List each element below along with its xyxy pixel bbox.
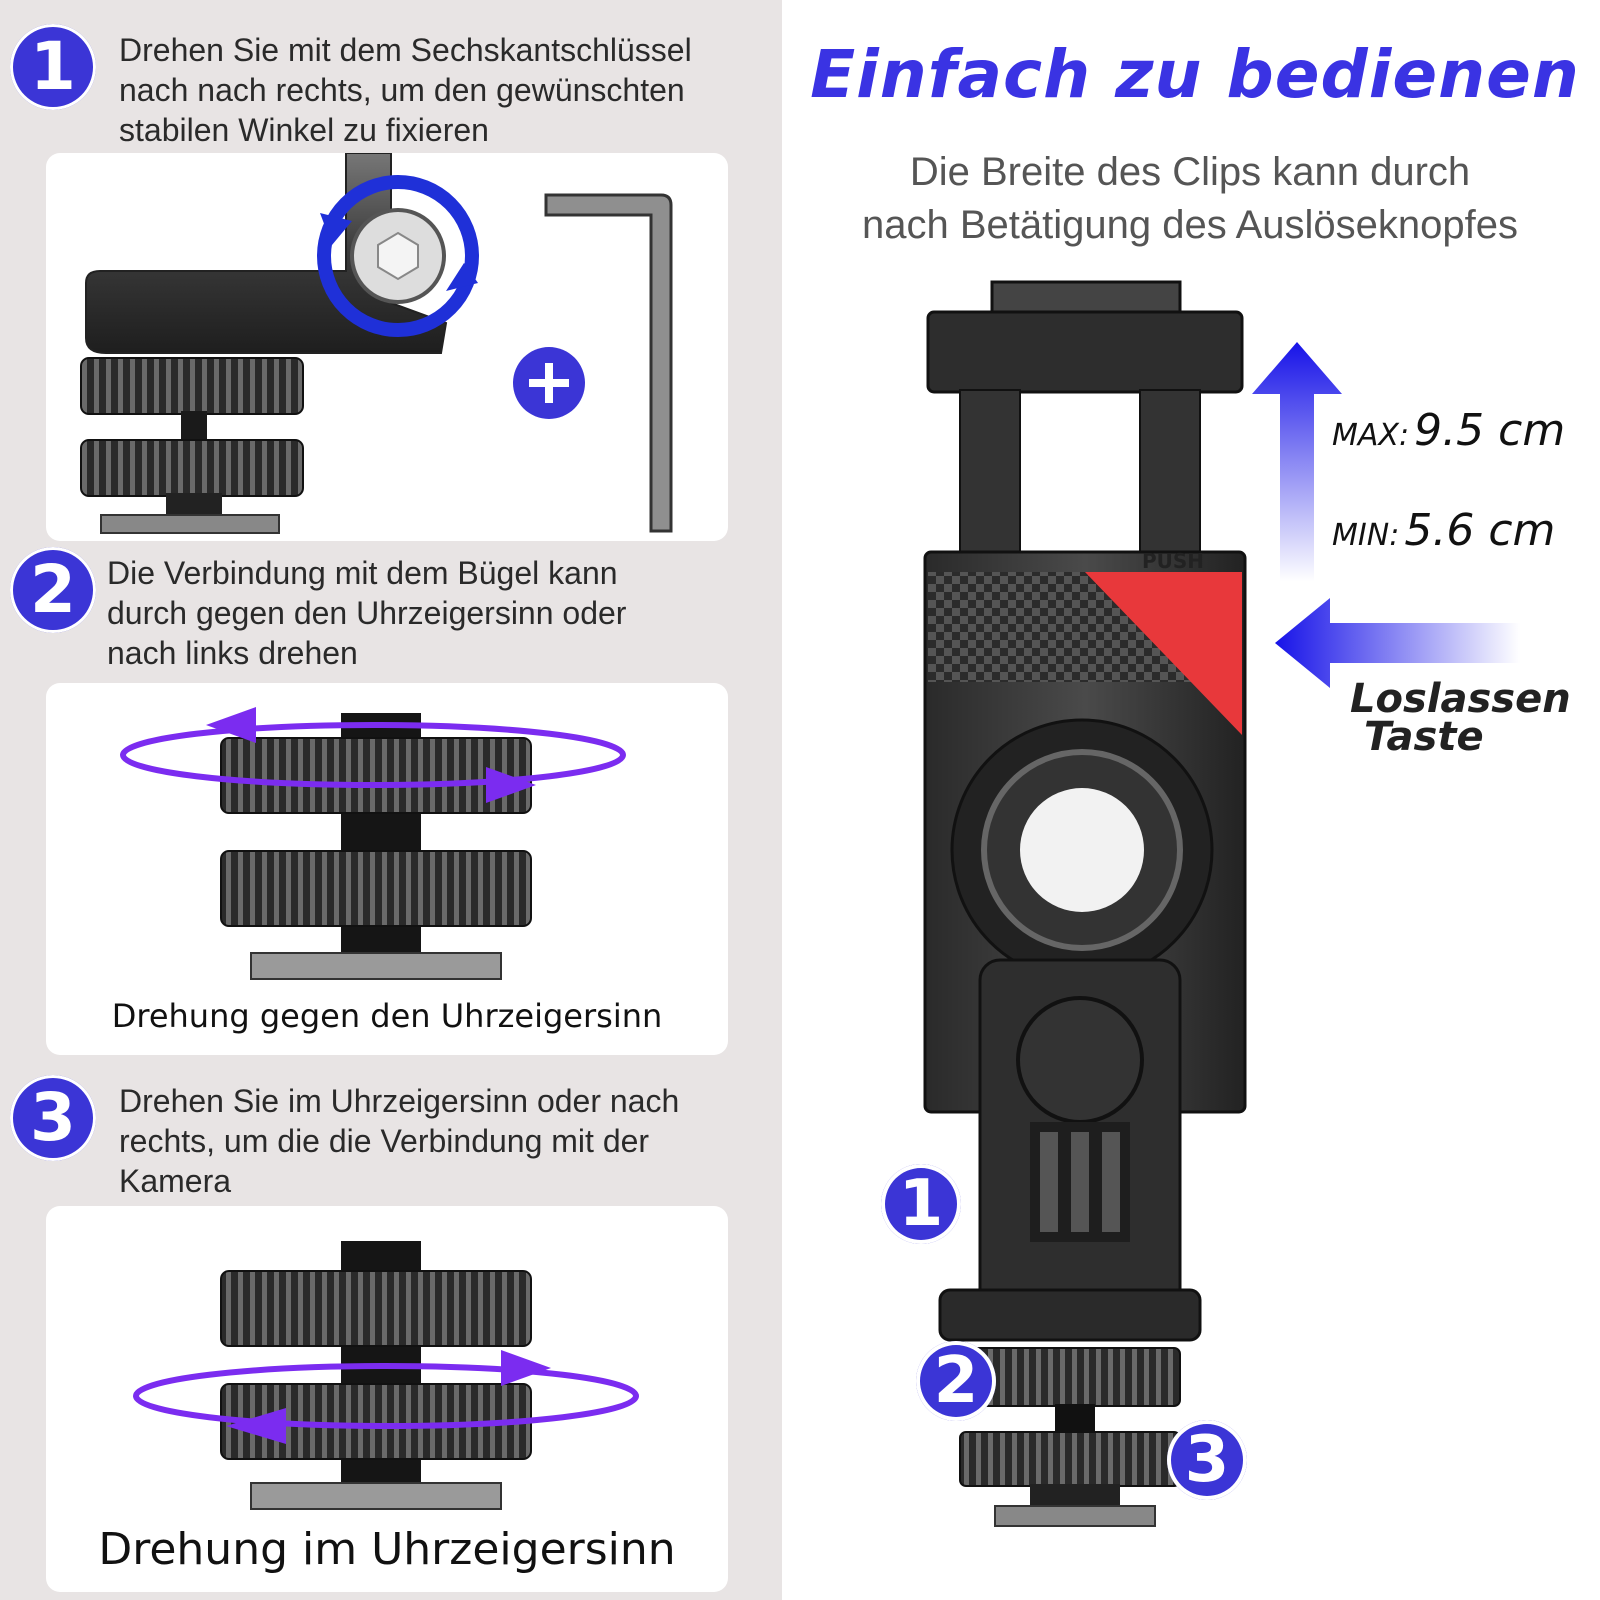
step-1-card <box>46 153 728 541</box>
step-3-badge: 3 <box>10 1075 96 1161</box>
min-dimension: MIN: 5.6 cm <box>1332 505 1555 556</box>
release-line-1: Loslassen <box>1350 676 1571 722</box>
phone-clip-product-image: PUSH <box>923 280 1247 1527</box>
step-3-text: Drehen Sie im Uhrzeigersinn oder nach re… <box>119 1081 679 1201</box>
clockwise-rotation-illustration <box>133 1241 639 1510</box>
left-arrow-icon <box>1275 598 1520 688</box>
up-arrow-icon <box>1252 342 1342 582</box>
rotation-arrow-icon <box>317 175 479 337</box>
subtitle: Die Breite des Clips kann durch nach Bet… <box>790 146 1590 252</box>
rotation-arrow-icon <box>120 707 626 803</box>
step-1-line-2: nach nach rechts, um den gewünschten <box>119 72 685 108</box>
max-label: MAX <box>1332 418 1399 453</box>
headline: Einfach zu bedienen <box>810 36 1580 113</box>
rotation-arrow-icon <box>133 1350 639 1444</box>
counterclockwise-rotation-illustration <box>120 707 626 980</box>
step-2-badge: 2 <box>10 547 96 633</box>
step-3-card: Drehung im Uhrzeigersinn <box>46 1206 728 1592</box>
left-panel: 1 Drehen Sie mit dem Sechskantschlüssel … <box>0 0 782 1600</box>
plus-icon <box>513 347 585 419</box>
release-button-label: Loslassen Taste <box>1350 676 1571 760</box>
product-badge-1: 1 <box>881 1164 961 1244</box>
step-1-line-3: stabilen Winkel zu fixieren <box>119 112 489 148</box>
step-2-caption: Drehung gegen den Uhrzeigersinn <box>111 997 663 1035</box>
hex-key-icon <box>544 193 673 533</box>
step-2-card: Drehung gegen den Uhrzeigersinn <box>46 683 728 1055</box>
step-1-text: Drehen Sie mit dem Sechskantschlüssel na… <box>119 30 692 150</box>
step-2-line-1: Die Verbindung mit dem Bügel kann <box>107 555 618 591</box>
min-value: 5.6 cm <box>1404 505 1556 556</box>
step-2-text: Die Verbindung mit dem Bügel kann durch … <box>107 553 626 673</box>
push-label: PUSH <box>1142 549 1204 573</box>
release-line-2: Taste <box>1364 714 1484 760</box>
min-sep: : <box>1389 518 1400 553</box>
product-badge-2: 2 <box>916 1341 996 1421</box>
subtitle-line-1: Die Breite des Clips kann durch <box>909 150 1471 194</box>
step-2-line-3: nach links drehen <box>107 635 358 671</box>
hotshoe-mount-with-key-illustration <box>80 153 673 534</box>
step-3-line-2: rechts, um die die Verbindung mit der <box>119 1123 650 1159</box>
step-3-caption: Drehung im Uhrzeigersinn <box>98 1524 676 1575</box>
step-3-line-1: Drehen Sie im Uhrzeigersinn oder nach <box>119 1083 680 1119</box>
step-1-badge: 1 <box>10 24 96 110</box>
step-2-line-2: durch gegen den Uhrzeigersinn oder <box>107 595 627 631</box>
product-badge-3: 3 <box>1167 1420 1247 1500</box>
max-sep: : <box>1398 418 1410 453</box>
max-dimension: MAX: 9.5 cm <box>1332 405 1565 456</box>
step-3-line-3: Kamera <box>119 1163 232 1199</box>
step-1-line-1: Drehen Sie mit dem Sechskantschlüssel <box>119 32 692 68</box>
min-label: MIN <box>1332 518 1390 553</box>
subtitle-line-2: nach Betätigung des Auslöseknopfes <box>861 203 1519 247</box>
max-value: 9.5 cm <box>1414 405 1566 456</box>
